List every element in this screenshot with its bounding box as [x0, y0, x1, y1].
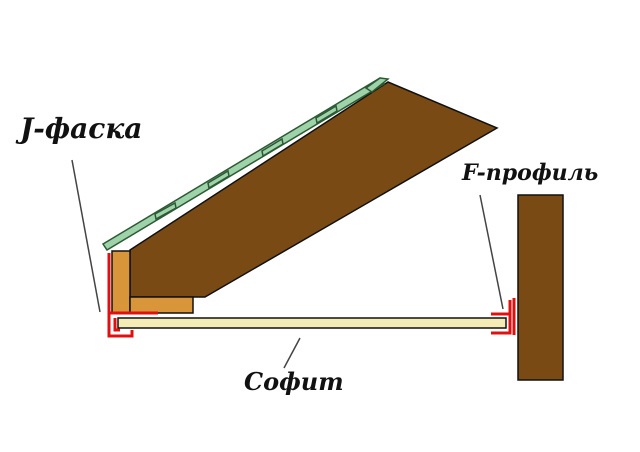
fascia-board [111, 250, 131, 314]
f-profile-label: F-профиль [462, 160, 599, 186]
soffit-label: Софит [244, 367, 344, 396]
f-profile [491, 298, 516, 335]
leader-lines [71, 159, 504, 369]
rafter [129, 81, 499, 298]
bottom-board [129, 296, 194, 314]
j-profile [107, 253, 158, 338]
wall [517, 194, 564, 381]
j-chamfer-label: J-фаска [20, 112, 143, 145]
soffit-panel [117, 317, 507, 329]
roofing-sheets [101, 76, 390, 252]
